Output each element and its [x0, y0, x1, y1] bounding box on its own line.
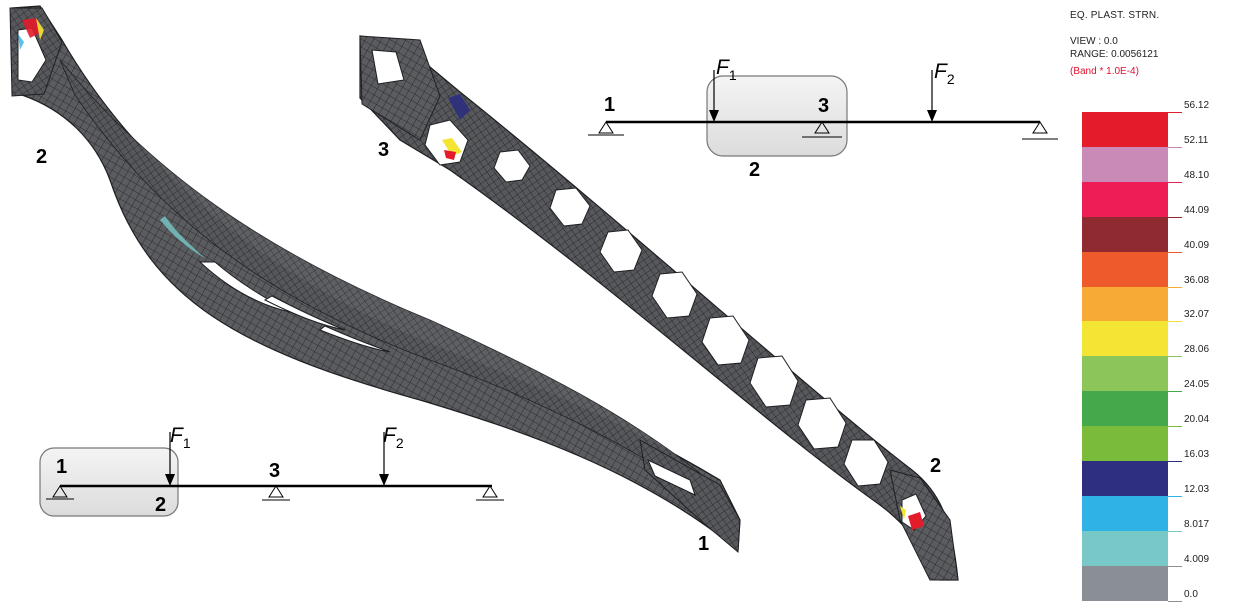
legend-tick-label-9: 20.04 — [1184, 414, 1210, 426]
legend-band-0 — [1082, 112, 1168, 148]
legend-tick-line-4 — [1168, 251, 1182, 253]
legend-tick-label-14: 0.0 — [1184, 588, 1198, 600]
legend-band: (Band * 1.0E-4) — [1070, 66, 1139, 77]
left-beam-schematic — [39, 432, 504, 517]
left-support-3 — [262, 485, 290, 501]
right-beam-mesh — [359, 35, 959, 581]
legend-title: EQ. PLAST. STRN. — [1070, 10, 1160, 21]
legend-tick-label-13: 4.009 — [1184, 553, 1210, 565]
right-force-arrow-1 — [709, 70, 719, 122]
legend-tick-label-5: 36.08 — [1184, 274, 1210, 286]
legend-band-3 — [1082, 216, 1168, 253]
legend-band-9 — [1082, 426, 1168, 462]
legend-tick-label-3: 44.09 — [1184, 204, 1210, 216]
legend-band-11 — [1082, 495, 1168, 532]
left-support-label-2: 2 — [155, 494, 166, 516]
legend-tick-line-6 — [1168, 321, 1182, 323]
left-force-arrow-1 — [165, 432, 175, 486]
left-force-label-2: F2 — [383, 424, 404, 451]
legend-tick-line-11 — [1168, 495, 1182, 497]
right-support-label-1: 1 — [604, 94, 615, 116]
left-support-label-3: 3 — [269, 460, 280, 482]
left-force-arrow-2 — [379, 432, 389, 486]
legend-tick-line-3 — [1168, 216, 1182, 218]
legend-band-7 — [1082, 356, 1168, 392]
right-force-label-2: F2 — [934, 60, 955, 87]
right-support-1 — [588, 121, 624, 136]
right-support-right — [1022, 121, 1058, 140]
legend-tick-line-13 — [1168, 565, 1182, 567]
legend-tick-line-2 — [1168, 181, 1182, 183]
legend-tick-line-8 — [1168, 391, 1182, 393]
legend-tick-label-7: 28.06 — [1184, 344, 1210, 356]
left-force-label-1: F1 — [170, 424, 191, 451]
legend-tick-line-12 — [1168, 530, 1182, 532]
legend-band-8 — [1082, 391, 1168, 427]
right-force-label-1: F1 — [716, 56, 737, 83]
right-support-3 — [802, 121, 842, 138]
legend-range: RANGE: 0.0056121 — [1070, 49, 1159, 60]
legend-tick-label-2: 48.10 — [1184, 169, 1210, 181]
legend-tick-label-0: 56.12 — [1184, 100, 1210, 111]
legend-tick-label-10: 16.03 — [1184, 449, 1210, 460]
legend-view: VIEW : 0.0 — [1070, 36, 1118, 47]
left-beam-mesh — [9, 5, 741, 554]
legend-tick-label-4: 40.09 — [1184, 239, 1210, 251]
legend-tick-label-12: 8.017 — [1184, 518, 1210, 530]
legend-tick-label-11: 12.03 — [1184, 483, 1210, 495]
legend-band-13 — [1082, 565, 1168, 602]
legend-band-5 — [1082, 286, 1168, 322]
legend-band-1 — [1082, 146, 1168, 183]
plastic-strain-legend: EQ. PLAST. STRN. VIEW : 0.0 RANGE: 0.005… — [1070, 0, 1244, 604]
legend-tick-line-7 — [1168, 356, 1182, 358]
legend-tick-line-9 — [1168, 426, 1182, 428]
left-support-right — [476, 485, 504, 501]
legend-tick-label-6: 32.07 — [1184, 309, 1210, 321]
legend-band-12 — [1082, 530, 1168, 567]
right-support-label-3: 3 — [818, 95, 829, 117]
legend-band-10 — [1082, 461, 1168, 497]
legend-tick-label-8: 24.05 — [1184, 379, 1210, 391]
legend-tick-line-14 — [1168, 600, 1182, 602]
legend-band-4 — [1082, 251, 1168, 287]
legend-band-2 — [1082, 181, 1168, 218]
left-mesh-label-2: 2 — [36, 146, 47, 168]
legend-tick-line-5 — [1168, 286, 1182, 288]
legend-tick-line-1 — [1168, 146, 1182, 148]
legend-tick-line-0 — [1168, 112, 1182, 113]
right-mesh-label-3: 3 — [378, 139, 389, 161]
left-mesh-label-1: 1 — [698, 533, 709, 555]
right-support-label-2: 2 — [749, 159, 760, 181]
legend-band-6 — [1082, 321, 1168, 357]
left-support-1 — [46, 485, 74, 500]
right-beam-schematic — [588, 70, 1058, 157]
right-callout-box — [706, 75, 848, 157]
legend-tick-label-1: 52.11 — [1184, 134, 1209, 146]
right-force-arrow-2 — [927, 70, 937, 122]
legend-tick-line-10 — [1168, 461, 1182, 462]
right-mesh-label-2: 2 — [930, 455, 941, 477]
left-callout-box — [39, 447, 179, 517]
left-support-label-1: 1 — [56, 456, 67, 478]
